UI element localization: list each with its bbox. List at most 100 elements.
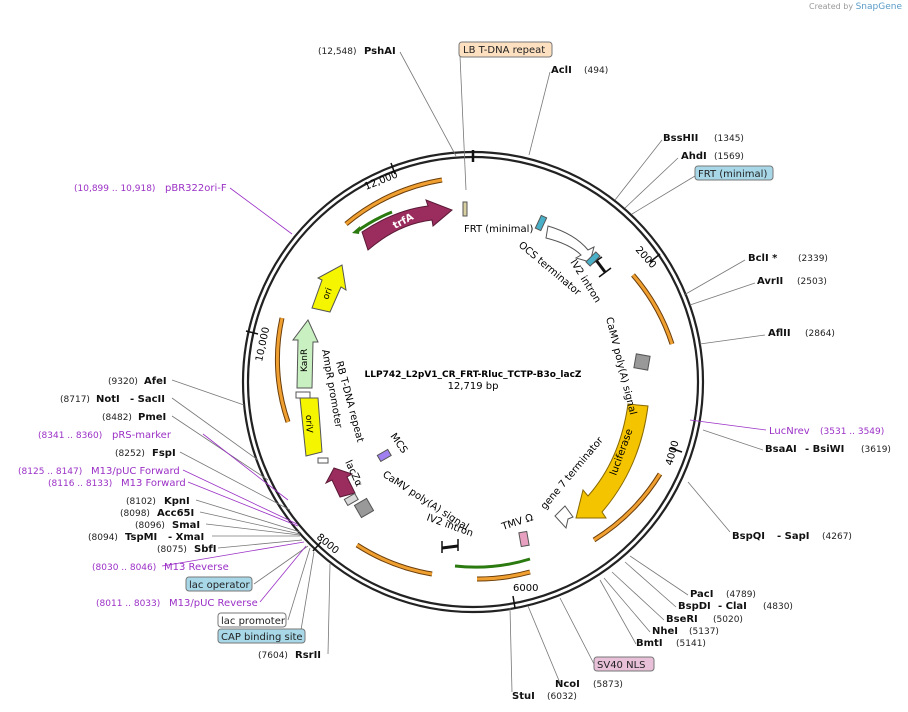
enzyme-bspqi: BspQI - SapI (4267) bbox=[732, 531, 852, 542]
svg-text:BclI *: BclI * bbox=[748, 253, 778, 264]
svg-text:Acc65I: Acc65I bbox=[157, 508, 194, 519]
enzyme-smai: (8096) SmaI bbox=[135, 520, 200, 531]
svg-text:(3531 .. 3549): (3531 .. 3549) bbox=[820, 427, 884, 437]
feature-lac-operator: lac operator bbox=[185, 576, 253, 592]
svg-text:(8011 .. 8033): (8011 .. 8033) bbox=[96, 599, 160, 609]
rb-box bbox=[317, 457, 329, 464]
svg-text:SmaI: SmaI bbox=[172, 520, 200, 531]
snapgene-brand: SnapGene bbox=[855, 2, 902, 12]
svg-text:(6032): (6032) bbox=[547, 692, 577, 702]
enzyme-bsaai: BsaAI - BsiWI (3619) bbox=[765, 444, 891, 455]
svg-text:- BsiWI: - BsiWI bbox=[805, 444, 844, 455]
tick-marks bbox=[245, 162, 683, 609]
enzyme-stui: StuI (6032) bbox=[512, 691, 577, 702]
svg-text:StuI: StuI bbox=[512, 691, 535, 702]
primer-m13-forward: (8116 .. 8133) M13 Forward bbox=[48, 478, 186, 489]
svg-text:M13/pUC Reverse: M13/pUC Reverse bbox=[169, 598, 258, 609]
luciferase-arrow bbox=[575, 403, 649, 519]
svg-text:(5873): (5873) bbox=[593, 680, 623, 690]
svg-text:(5137): (5137) bbox=[689, 627, 719, 637]
leaders-right bbox=[509, 71, 767, 693]
svg-text:AhdI: AhdI bbox=[681, 151, 707, 162]
tick-6000: 6000 bbox=[513, 583, 538, 594]
svg-text:AclI: AclI bbox=[551, 65, 572, 76]
svg-text:(8482): (8482) bbox=[102, 413, 132, 423]
svg-text:(3619): (3619) bbox=[861, 445, 891, 455]
svg-text:SV40 NLS: SV40 NLS bbox=[597, 660, 646, 671]
feature-sv40-nls: SV40 NLS bbox=[593, 656, 655, 672]
svg-text:(8125 .. 8147): (8125 .. 8147) bbox=[18, 467, 82, 477]
enzyme-ncoi: NcoI (5873) bbox=[555, 679, 623, 690]
enzyme-noti: (8717) NotI - SacII bbox=[60, 394, 165, 405]
svg-text:BspDI: BspDI bbox=[678, 601, 711, 612]
enzyme-aclI: AclI (494) bbox=[551, 65, 608, 76]
tmv-label: TMV Ω bbox=[500, 512, 536, 533]
svg-text:NcoI: NcoI bbox=[555, 679, 580, 690]
primer-m13-reverse: (8030 .. 8046) M13 Reverse bbox=[92, 562, 229, 573]
svg-text:PmeI: PmeI bbox=[138, 412, 166, 423]
enzyme-bcli: BclI * (2339) bbox=[748, 253, 828, 264]
svg-text:(8096): (8096) bbox=[135, 521, 165, 531]
svg-text:CAP binding site: CAP binding site bbox=[221, 632, 303, 643]
green-arc-2 bbox=[454, 557, 531, 569]
ocs-arrow bbox=[545, 225, 595, 263]
svg-text:FRT (minimal): FRT (minimal) bbox=[698, 169, 767, 180]
enzyme-nhei: NheI (5137) bbox=[652, 626, 719, 637]
ori-label: ori bbox=[321, 287, 334, 301]
enzyme-tspmi: (8094) TspMI - XmaI bbox=[88, 532, 204, 543]
svg-text:(2339): (2339) bbox=[798, 254, 828, 264]
svg-text:(494): (494) bbox=[584, 66, 608, 76]
svg-text:M13 Reverse: M13 Reverse bbox=[164, 562, 229, 573]
green-arc-1-head bbox=[352, 226, 360, 234]
tick-4000: 4000 bbox=[664, 439, 681, 466]
enzyme-fspi: (8252) FspI bbox=[115, 448, 176, 459]
svg-text:(2864): (2864) bbox=[805, 329, 835, 339]
primer-pbr322ori-f: (10,899 .. 10,918) pBR322ori-F bbox=[74, 183, 227, 194]
plasmid-name: LLP742_L2pV1_CR_FRT-Rluc_TCTP-B3o_lacZ bbox=[365, 370, 582, 380]
feature-lac-promoter: lac promoter bbox=[217, 612, 287, 628]
svg-text:AvrII: AvrII bbox=[757, 276, 783, 287]
iv2b-marker bbox=[441, 539, 459, 553]
plasmid-size: 12,719 bp bbox=[448, 381, 499, 392]
kanr-label: KanR bbox=[300, 349, 310, 372]
leaders-left bbox=[161, 51, 467, 655]
enzyme-rsrii: (7604) RsrII bbox=[258, 650, 321, 661]
svg-text:NheI: NheI bbox=[652, 626, 678, 637]
svg-text:BseRI: BseRI bbox=[666, 614, 698, 625]
frt-inner-label: FRT (minimal) bbox=[464, 224, 533, 235]
svg-text:pBR322ori-F: pBR322ori-F bbox=[165, 183, 227, 194]
enzyme-pshai: (12,548) PshAI bbox=[318, 46, 396, 57]
svg-text:BssHII: BssHII bbox=[663, 133, 698, 144]
svg-text:(12,548): (12,548) bbox=[318, 47, 357, 57]
feature-cap-binding-site: CAP binding site bbox=[217, 628, 306, 644]
lac-box bbox=[343, 492, 359, 507]
svg-text:pRS-marker: pRS-marker bbox=[112, 430, 172, 441]
svg-text:AfeI: AfeI bbox=[144, 376, 167, 387]
ori-arrow bbox=[311, 264, 347, 313]
enzyme-bspdi: BspDI - ClaI (4830) bbox=[678, 601, 793, 612]
primer-m13-puc-reverse: (8011 .. 8033) M13/pUC Reverse bbox=[96, 598, 258, 609]
svg-text:PacI: PacI bbox=[690, 589, 713, 600]
kanr-arrow bbox=[292, 319, 319, 389]
primer-lucnrev: LucNrev (3531 .. 3549) bbox=[769, 426, 884, 437]
svg-text:(8116 .. 8133): (8116 .. 8133) bbox=[48, 479, 112, 489]
credit-text: Created by bbox=[809, 2, 854, 11]
tick-12000: 12,000 bbox=[363, 169, 400, 192]
svg-text:(2503): (2503) bbox=[797, 277, 827, 287]
oriv-label: oriV bbox=[303, 415, 314, 434]
svg-text:- XmaI: - XmaI bbox=[168, 532, 204, 543]
svg-text:(4267): (4267) bbox=[822, 532, 852, 542]
primer-prs-marker: (8341 .. 8360) pRS-marker bbox=[38, 430, 172, 441]
gene7-arrow bbox=[554, 505, 574, 530]
enzyme-aflii: AflII (2864) bbox=[768, 328, 835, 339]
mcs-label: MCS bbox=[388, 431, 410, 455]
svg-text:BspQI: BspQI bbox=[732, 531, 765, 542]
camv2-square bbox=[353, 497, 375, 519]
enzyme-avrii: AvrII (2503) bbox=[757, 276, 827, 287]
svg-text:lac promoter: lac promoter bbox=[221, 616, 286, 627]
mcs-box bbox=[376, 448, 392, 463]
svg-text:(8341 .. 8360): (8341 .. 8360) bbox=[38, 431, 102, 441]
enzyme-paci: PacI (4789) bbox=[690, 589, 756, 600]
frt-box-1 bbox=[534, 214, 548, 232]
